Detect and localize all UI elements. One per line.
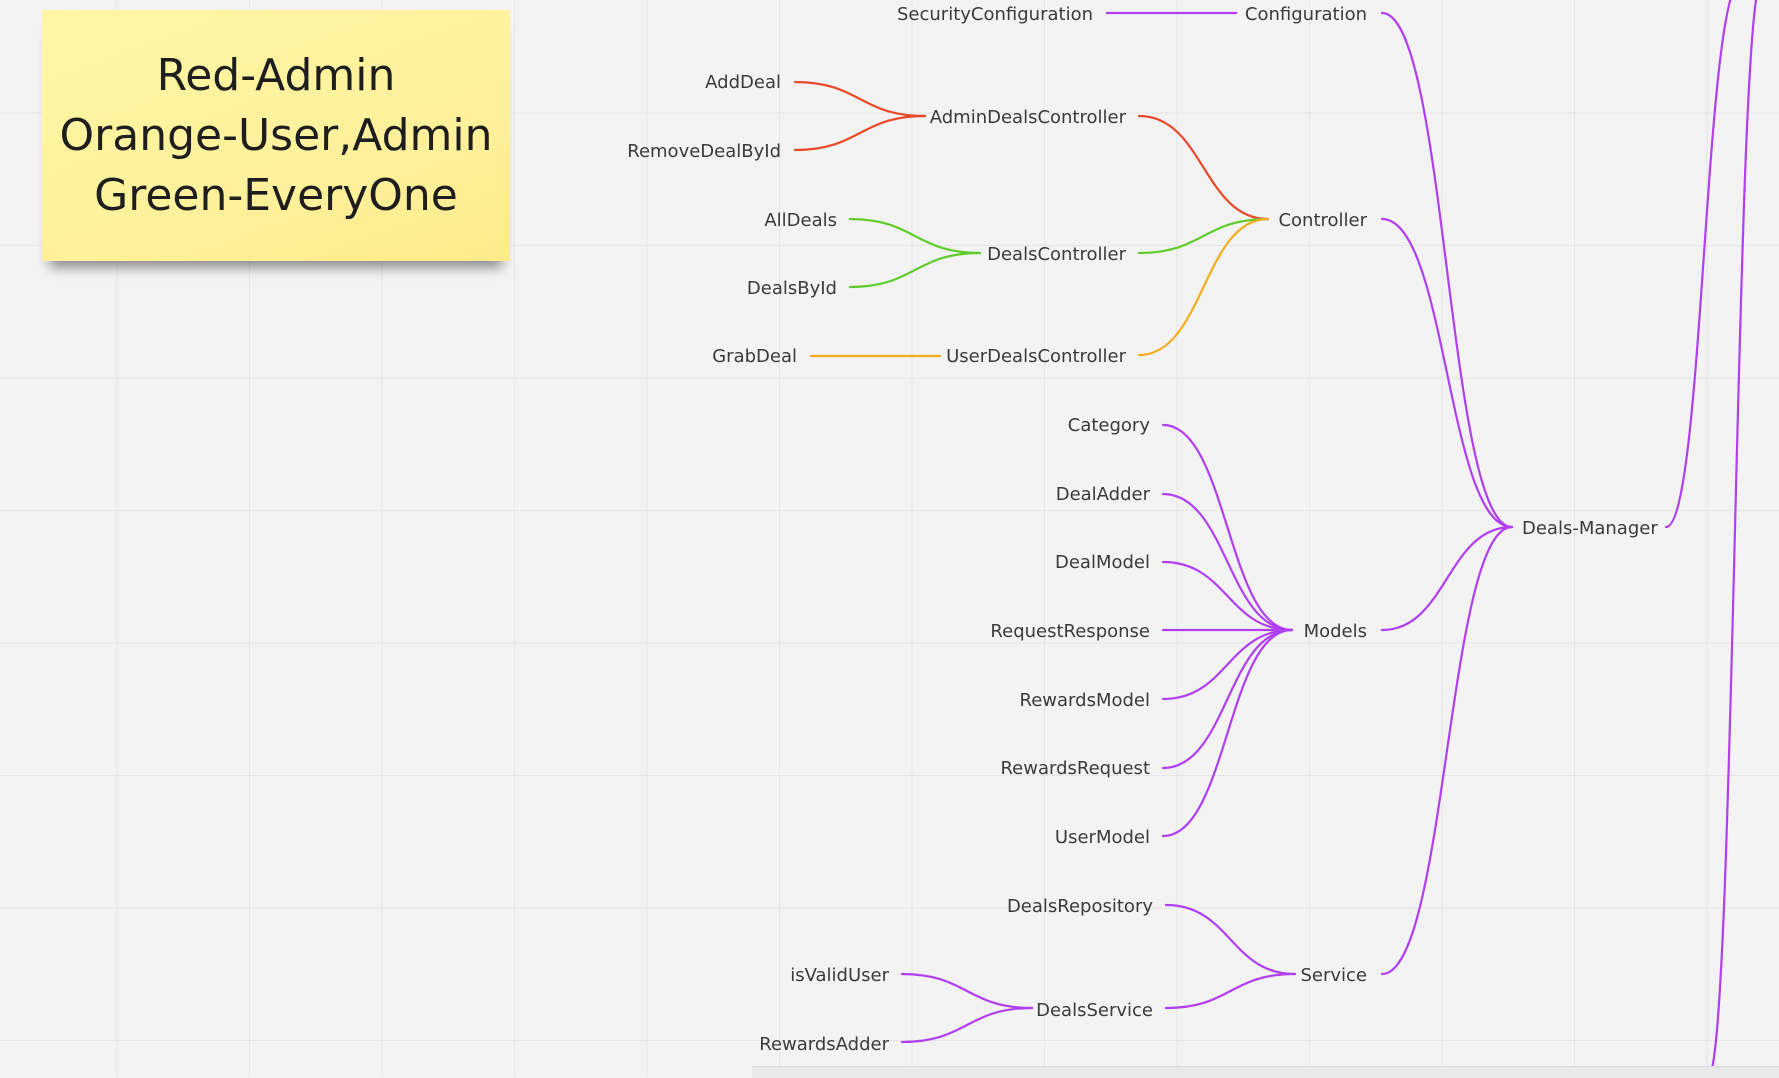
- edge-remove-deal-by-id-to-admin-deals-controller: [793, 114, 927, 152]
- mindmap-edges: [793, 0, 1758, 1077]
- node-deals-service[interactable]: DealsService: [1036, 1000, 1153, 1021]
- legend-line-green-everyone: Green-EveryOne: [94, 169, 458, 221]
- edge-all-deals-to-deals-controller: [848, 217, 982, 255]
- node-add-deal[interactable]: AddDeal: [705, 72, 781, 93]
- mindmap-labels: Deals-Manager Configuration SecurityConf…: [627, 4, 1658, 1055]
- node-is-valid-user[interactable]: isValidUser: [790, 965, 889, 986]
- edge-model-child-4-to-models: [1161, 628, 1294, 701]
- edge-deals-by-id-to-deals-controller: [848, 251, 982, 289]
- node-deals-repository[interactable]: DealsRepository: [1007, 896, 1153, 917]
- node-controller[interactable]: Controller: [1278, 210, 1367, 231]
- edge-configuration-to-deals-manager: [1380, 11, 1514, 529]
- edge-admin-deals-controller-to-controller: [1137, 114, 1270, 221]
- node-configuration[interactable]: Configuration: [1245, 4, 1367, 25]
- edge-model-child-1-to-models: [1161, 492, 1294, 632]
- edge-model-child-2-to-models: [1161, 560, 1294, 632]
- node-admin-deals-controller[interactable]: AdminDealsController: [930, 107, 1127, 128]
- edge-add-deal-to-admin-deals-controller: [793, 80, 927, 118]
- edge-controller-to-deals-manager: [1380, 217, 1514, 529]
- edge-models-to-deals-manager: [1380, 525, 1514, 632]
- node-service[interactable]: Service: [1300, 965, 1367, 986]
- node-deals-controller[interactable]: DealsController: [987, 244, 1126, 265]
- node-rewards-adder[interactable]: RewardsAdder: [759, 1034, 889, 1055]
- edge-deals-controller-to-controller: [1137, 217, 1270, 255]
- edge-rewards-adder-to-deals-service: [900, 1006, 1034, 1044]
- edge-offscreen-branch: [1706, 0, 1758, 1077]
- node-models[interactable]: Models: [1304, 621, 1367, 642]
- node-rewards-model[interactable]: RewardsModel: [1020, 690, 1150, 711]
- node-grab-deal[interactable]: GrabDeal: [712, 346, 797, 367]
- edge-deals-manager-to-root: [1664, 0, 1732, 529]
- edge-model-child-6-to-models: [1161, 628, 1294, 838]
- node-security-configuration[interactable]: SecurityConfiguration: [897, 4, 1093, 25]
- node-all-deals[interactable]: AllDeals: [764, 210, 837, 231]
- node-request-response[interactable]: RequestResponse: [990, 621, 1150, 642]
- edge-model-child-5-to-models: [1161, 628, 1294, 770]
- node-rewards-request[interactable]: RewardsRequest: [1000, 758, 1150, 779]
- edge-deals-service-to-service: [1164, 972, 1297, 1010]
- node-deal-adder[interactable]: DealAdder: [1056, 484, 1151, 505]
- node-deals-manager[interactable]: Deals-Manager: [1522, 518, 1658, 539]
- edge-deals-repository-to-service: [1164, 903, 1297, 976]
- edge-service-to-deals-manager: [1380, 525, 1514, 976]
- bottom-panel-edge: [752, 1066, 1779, 1078]
- edge-user-deals-controller-to-controller: [1137, 217, 1270, 357]
- edge-is-valid-user-to-deals-service: [900, 972, 1034, 1010]
- node-user-model[interactable]: UserModel: [1055, 827, 1150, 848]
- edge-model-child-0-to-models: [1161, 423, 1294, 632]
- legend-line-orange-user-admin: Orange-User,Admin: [59, 109, 493, 161]
- legend-line-red-admin: Red-Admin: [156, 49, 396, 101]
- legend-sticky-note[interactable]: Red-Admin Orange-User,Admin Green-EveryO…: [42, 10, 510, 261]
- node-deals-by-id[interactable]: DealsById: [747, 278, 837, 299]
- node-category[interactable]: Category: [1068, 415, 1151, 436]
- node-user-deals-controller[interactable]: UserDealsController: [946, 346, 1127, 367]
- node-deal-model[interactable]: DealModel: [1055, 552, 1150, 573]
- node-remove-deal-by-id[interactable]: RemoveDealById: [627, 141, 781, 162]
